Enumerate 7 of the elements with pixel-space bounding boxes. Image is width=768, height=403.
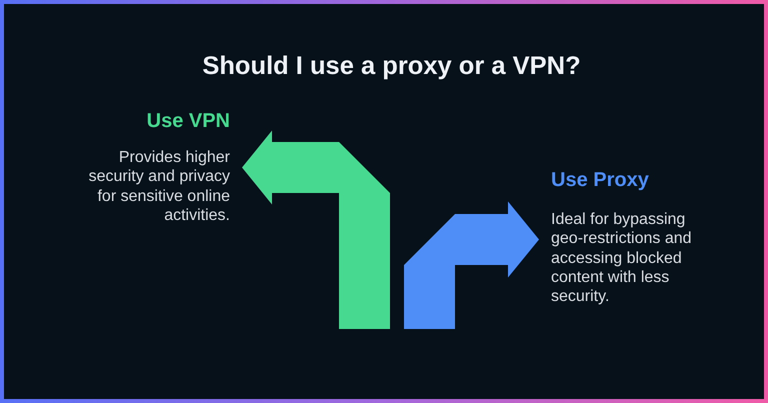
block-arrow [404,202,539,329]
title: Should I use a proxy or a VPN? [201,51,582,81]
option-description: Ideal for bypassing geo-restrictions and accessing blocked content with less security. [551,210,693,306]
option-heading: Use VPN [146,109,230,133]
option-description: Provides higher security and privacy for sensitive online activities. [88,148,230,226]
block-arrow [242,130,390,329]
option-heading: Use Proxy [551,168,650,192]
